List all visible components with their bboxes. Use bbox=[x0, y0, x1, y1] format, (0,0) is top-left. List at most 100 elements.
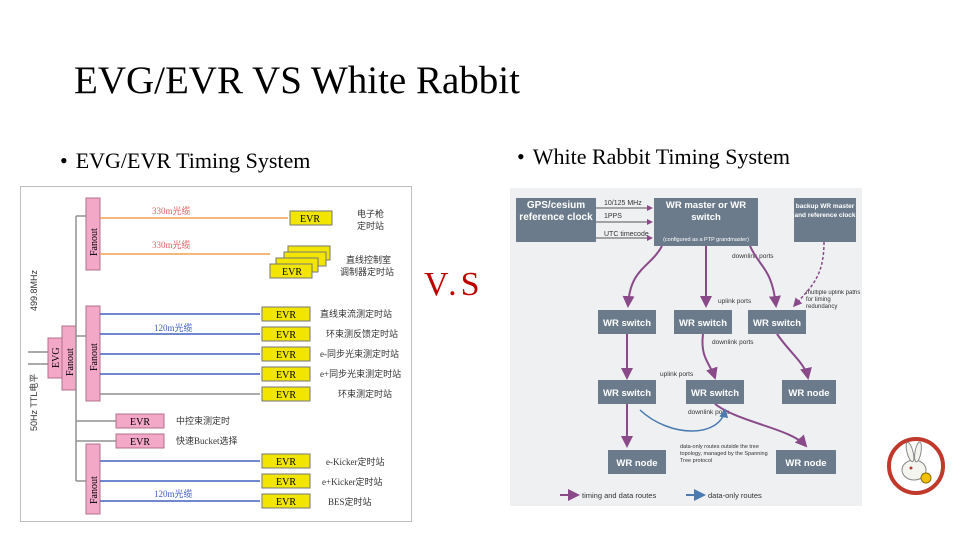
vs-label: V.S bbox=[424, 266, 484, 303]
station-2b: 调制器定时站 bbox=[340, 266, 394, 277]
logo-rabbit-ear bbox=[914, 441, 922, 463]
evr-box bbox=[261, 306, 311, 322]
logo-clock bbox=[920, 472, 932, 484]
fanout-label: Fanout bbox=[89, 343, 100, 371]
wr-node-label: WR node bbox=[788, 388, 829, 399]
station-1b: 定时站 bbox=[357, 220, 384, 231]
evr-label: EVR bbox=[276, 497, 296, 508]
evr-label: EVR bbox=[276, 370, 296, 381]
bullet-wr-text: White Rabbit Timing System bbox=[532, 144, 791, 169]
backup-arrow bbox=[793, 241, 825, 308]
evr-box bbox=[261, 346, 311, 362]
logo-rabbit-ear bbox=[905, 441, 915, 463]
fiber-label-330-a: 330m光缆 bbox=[152, 205, 191, 216]
master-note: (configured as a PTP grandmaster) bbox=[663, 237, 749, 243]
fiber-label-330-b: 330m光缆 bbox=[152, 239, 191, 250]
master-label-wrap: WR master or WR switch bbox=[665, 200, 747, 223]
station-6: e+同步光束测定时站 bbox=[320, 368, 401, 379]
wr-switch-box bbox=[748, 310, 806, 334]
rabbit-logo bbox=[887, 437, 945, 495]
fiber-label-120-a: 120m光缆 bbox=[154, 322, 193, 333]
legend-timing: timing and data routes bbox=[582, 491, 656, 500]
fanout-label: Fanout bbox=[89, 228, 100, 256]
station-2: 直线控制室 bbox=[346, 254, 391, 265]
legend-data: data-only routes bbox=[708, 491, 762, 500]
fanout-label: Fanout bbox=[89, 476, 100, 504]
uplink-label-2: uplink ports bbox=[660, 371, 694, 378]
timing-arrow bbox=[749, 245, 781, 308]
sig-utc: UTC timecode bbox=[604, 231, 649, 238]
timing-arrow bbox=[776, 333, 812, 380]
wr-node-label: WR node bbox=[785, 458, 826, 469]
wr-switch-label: WR switch bbox=[753, 318, 801, 329]
backup-box bbox=[794, 198, 856, 242]
fiber-label-120-b: 120m光缆 bbox=[154, 488, 193, 499]
timing-arrow bbox=[622, 245, 663, 308]
station-7: 环束测定时站 bbox=[338, 388, 392, 399]
evr-label: EVR bbox=[276, 330, 296, 341]
station-9: 快速Bucket选择 bbox=[176, 435, 238, 446]
fanout-3 bbox=[85, 443, 101, 515]
wr-node-box bbox=[608, 450, 666, 474]
sig-freq: 10/125 MHz bbox=[604, 200, 642, 207]
data-arrow bbox=[639, 408, 729, 432]
sig-pps: 1PPS bbox=[604, 213, 622, 220]
wr-switch-box bbox=[686, 380, 744, 404]
station-10: e-Kicker定时站 bbox=[326, 456, 384, 467]
station-12: BES定时站 bbox=[328, 496, 372, 507]
master-label: WR master or WR switch bbox=[665, 200, 747, 223]
wr-switch-label: WR switch bbox=[603, 388, 651, 399]
evr-label: EVR bbox=[130, 417, 150, 428]
evr-box bbox=[261, 453, 311, 469]
fanout-1 bbox=[85, 197, 101, 271]
evr-box-control bbox=[115, 433, 165, 449]
evr-box bbox=[261, 386, 311, 402]
bullet-dot: • bbox=[517, 144, 525, 169]
bullet-evg: •EVG/EVR Timing System bbox=[60, 148, 310, 174]
downlink-label-3: downlink ports bbox=[688, 409, 730, 416]
wr-master-box bbox=[654, 198, 758, 246]
station-5: e-同步光束测定时站 bbox=[320, 348, 399, 359]
station-4: 环束测反馈定时站 bbox=[326, 328, 398, 339]
wr-node-label: WR node bbox=[616, 458, 657, 469]
wr-switch-box bbox=[598, 380, 656, 404]
downlink-label-1: downlink ports bbox=[732, 253, 774, 260]
station-1: 电子枪 bbox=[357, 208, 384, 219]
wr-switch-box bbox=[598, 310, 656, 334]
bullet-wr: • White Rabbit Timing System bbox=[517, 144, 790, 170]
evr-label: EVR bbox=[276, 350, 296, 361]
gps-label: GPS/cesium reference clock bbox=[519, 200, 593, 223]
fanout-label: Fanout bbox=[65, 348, 76, 376]
station-8: 中控束测定时 bbox=[176, 415, 230, 426]
evr-box bbox=[269, 263, 313, 279]
slide-title: EVG/EVR VS White Rabbit bbox=[74, 59, 520, 102]
multi-uplink-wrap: multiple uplink paths for timing redunda… bbox=[806, 290, 861, 310]
evg-evr-diagram: 499.8MHz 50Hz TTL电平 EVG Fanout Fanout Fa… bbox=[20, 186, 412, 522]
tree-note-wrap: data-only routes outside the tree topolo… bbox=[680, 444, 768, 464]
tree-note: data-only routes outside the tree topolo… bbox=[680, 444, 768, 464]
wr-switch-box bbox=[674, 310, 732, 334]
multi-uplink-label: multiple uplink paths for timing redunda… bbox=[806, 290, 861, 310]
evr-box bbox=[261, 326, 311, 342]
wr-switch-label: WR switch bbox=[691, 388, 739, 399]
evr-label: EVR bbox=[130, 437, 150, 448]
evr-box bbox=[289, 210, 333, 226]
freq-bottom-label: 50Hz TTL电平 bbox=[28, 374, 39, 431]
evr-label: EVR bbox=[300, 214, 320, 225]
bullet-dot: • bbox=[60, 148, 68, 173]
wr-node-box bbox=[782, 380, 836, 404]
logo-rabbit-eye bbox=[909, 466, 913, 470]
freq-top-label: 499.8MHz bbox=[29, 269, 39, 311]
evr-label: EVR bbox=[276, 310, 296, 321]
evr-box bbox=[261, 366, 311, 382]
backup-label-wrap: backup WR master and reference clock bbox=[794, 203, 856, 219]
evr-box-control bbox=[115, 413, 165, 429]
evr-label: EVR bbox=[276, 457, 296, 468]
gps-box bbox=[516, 198, 596, 242]
timing-arrow bbox=[701, 333, 718, 380]
wr-node-box bbox=[776, 450, 836, 474]
evr-label: EVR bbox=[276, 390, 296, 401]
backup-label: backup WR master and reference clock bbox=[794, 203, 856, 219]
wr-switch-label: WR switch bbox=[679, 318, 727, 329]
evr-box bbox=[261, 493, 311, 509]
